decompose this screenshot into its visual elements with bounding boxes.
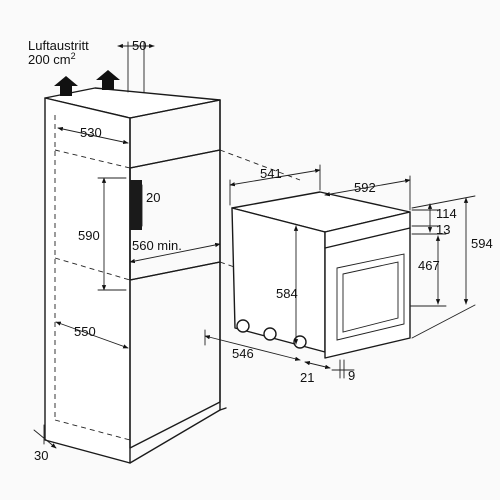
dim-vent: 20 [141, 184, 160, 227]
air-arrow-icon [54, 76, 78, 96]
dim-label: 21 [300, 370, 314, 385]
cabinet-side-panel [44, 97, 131, 464]
dim-cabinet-depth-upper: 530 [57, 125, 129, 145]
dim-label: 592 [354, 180, 376, 195]
dim-door-height: 467 [409, 233, 447, 307]
dim-label: 9 [348, 368, 355, 383]
dim-niche-depth: 541 [229, 164, 321, 206]
dim-body-height: 584 [276, 225, 299, 345]
dim-label: 50 [132, 38, 146, 53]
dim-label: 594 [471, 236, 493, 251]
dim-top-gap: 50 [117, 38, 155, 93]
dim-cabinet-depth-lower: 550 [55, 321, 129, 349]
oven-window [342, 261, 399, 333]
airflow-arrows [54, 70, 120, 96]
airflow-label: Luftaustritt [28, 38, 89, 53]
dim-label: 20 [146, 190, 160, 205]
dim-foot-offset: 9 [331, 359, 355, 383]
dim-label: 550 [74, 324, 96, 339]
air-arrow-icon [96, 70, 120, 90]
oven-door [336, 253, 405, 341]
oven [231, 191, 411, 359]
airflow-area: 200 cm2 [28, 51, 76, 67]
dim-label: 584 [276, 286, 298, 301]
dim-label: 560 min. [132, 238, 182, 253]
dim-label: 13 [436, 222, 450, 237]
oven-foot [263, 327, 277, 341]
dim-plinth: 30 [33, 424, 57, 463]
dim-oven-width: 592 [324, 175, 411, 211]
dim-niche-width: 560 min. [129, 238, 221, 264]
dim-label: 530 [80, 125, 102, 140]
oven-foot [236, 319, 250, 333]
dim-label: 546 [232, 346, 254, 361]
dim-label: 114 [436, 206, 457, 221]
lower-compartment [129, 261, 221, 449]
dim-door-thickness: 21 [300, 361, 331, 385]
dim-label: 541 [260, 166, 282, 181]
dim-label: 590 [78, 228, 100, 243]
oven-front [324, 211, 411, 359]
dim-oven-height: 594 [411, 195, 493, 339]
dim-label: 30 [34, 448, 48, 463]
dim-body-depth: 546 [204, 329, 301, 361]
dim-label: 467 [418, 258, 440, 273]
oven-niche [129, 149, 221, 281]
dim-niche-height: 590 [78, 177, 127, 291]
tall-cabinet [44, 87, 301, 464]
dim-panel: 114 13 [411, 203, 457, 237]
vent-slot [130, 180, 142, 230]
